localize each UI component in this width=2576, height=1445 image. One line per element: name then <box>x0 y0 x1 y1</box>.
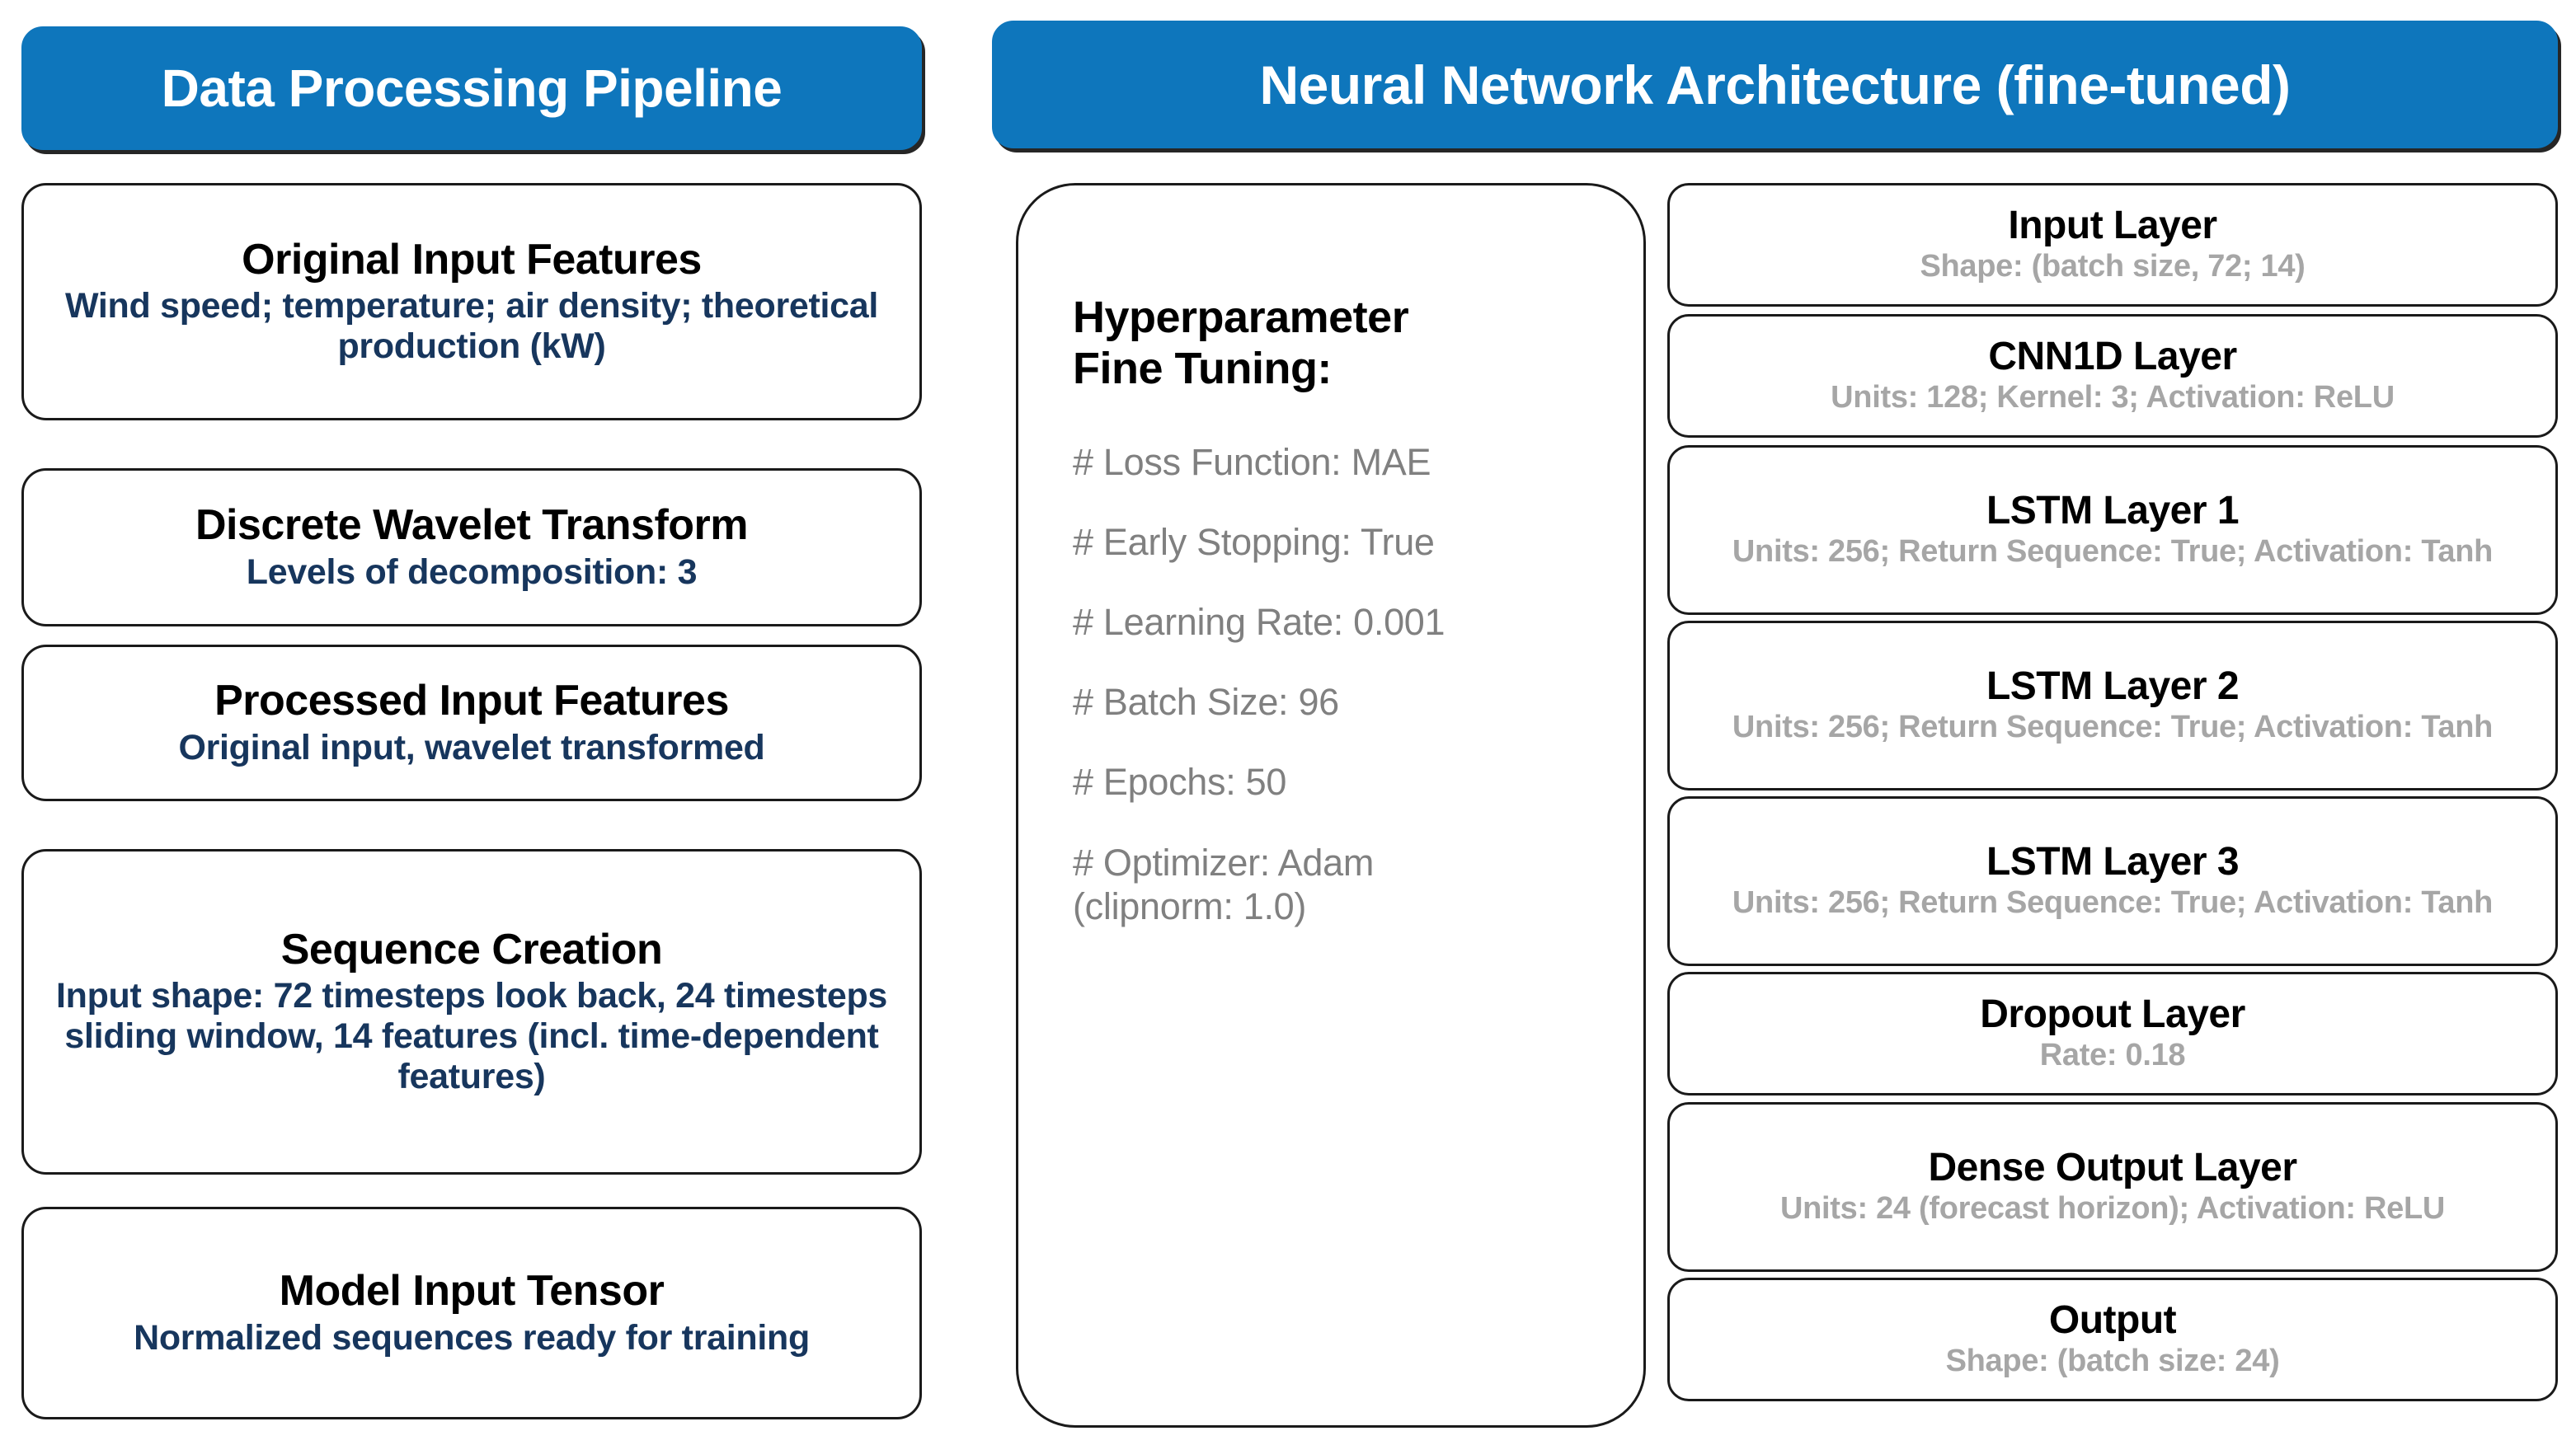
hyperparameter-item-loss-function: # Loss Function: MAE <box>1073 441 1431 484</box>
hyperparameter-list: # Loss Function: MAE # Early Stopping: T… <box>1073 440 1643 928</box>
pipeline-step-original-input-features: Original Input Features Wind speed; temp… <box>21 183 922 420</box>
pipeline-step-title: Sequence Creation <box>280 925 663 973</box>
layer-card-detail: Units: 256; Return Sequence: True; Activ… <box>1732 710 2494 745</box>
layer-card-title: Output <box>2048 1298 2177 1343</box>
neural-network-architecture-header: Neural Network Architecture (fine-tuned) <box>992 21 2558 148</box>
hyperparameter-panel-title: Hyperparameter Fine Tuning: <box>1073 293 1409 393</box>
layer-card-cnn1d-layer: CNN1D Layer Units: 128; Kernel: 3; Activ… <box>1667 314 2558 438</box>
layer-card-detail: Units: 256; Return Sequence: True; Activ… <box>1732 534 2494 570</box>
pipeline-step-sequence-creation: Sequence Creation Input shape: 72 timest… <box>21 849 922 1175</box>
layer-card-detail: Rate: 0.18 <box>2039 1038 2186 1073</box>
pipeline-step-detail: Normalized sequences ready for training <box>134 1317 810 1358</box>
layer-card-dense-output-layer: Dense Output Layer Units: 24 (forecast h… <box>1667 1102 2558 1272</box>
layer-card-title: Dense Output Layer <box>1928 1146 2297 1190</box>
layer-card-title: CNN1D Layer <box>1988 335 2237 379</box>
layer-card-title: LSTM Layer 3 <box>1986 840 2240 884</box>
layer-card-title: LSTM Layer 1 <box>1986 489 2240 533</box>
pipeline-step-detail: Original input, wavelet transformed <box>178 727 765 767</box>
pipeline-step-detail: Wind speed; temperature; air density; th… <box>64 286 879 367</box>
layer-card-title: Dropout Layer <box>1980 992 2245 1037</box>
hyperparameter-item-epochs: # Epochs: 50 <box>1073 761 1287 804</box>
layer-card-lstm-layer-3: LSTM Layer 3 Units: 256; Return Sequence… <box>1667 796 2558 966</box>
data-processing-pipeline-header-label: Data Processing Pipeline <box>161 59 783 118</box>
pipeline-step-title: Discrete Wavelet Transform <box>195 501 749 550</box>
pipeline-step-detail: Input shape: 72 timesteps look back, 24 … <box>55 976 888 1097</box>
layer-card-detail: Shape: (batch size: 24) <box>1945 1344 2280 1379</box>
pipeline-step-title: Model Input Tensor <box>279 1267 665 1316</box>
pipeline-step-title: Original Input Features <box>242 235 702 284</box>
layer-card-title: Input Layer <box>2008 204 2217 248</box>
pipeline-step-model-input-tensor: Model Input Tensor Normalized sequences … <box>21 1207 922 1419</box>
data-processing-pipeline-header: Data Processing Pipeline <box>21 26 922 150</box>
pipeline-step-discrete-wavelet-transform: Discrete Wavelet Transform Levels of dec… <box>21 468 922 626</box>
layer-card-title: LSTM Layer 2 <box>1986 664 2240 709</box>
layer-card-detail: Units: 128; Kernel: 3; Activation: ReLU <box>1831 380 2395 415</box>
hyperparameter-item-optimizer: # Optimizer: Adam (clipnorm: 1.0) <box>1073 841 1375 927</box>
hyperparameter-fine-tuning-panel: Hyperparameter Fine Tuning: # Loss Funct… <box>1016 183 1646 1428</box>
hyperparameter-item-learning-rate: # Learning Rate: 0.001 <box>1073 601 1445 644</box>
hyperparameter-item-early-stopping: # Early Stopping: True <box>1073 521 1435 564</box>
layer-card-detail: Shape: (batch size, 72; 14) <box>1920 249 2306 284</box>
layer-card-output: Output Shape: (batch size: 24) <box>1667 1278 2558 1401</box>
pipeline-step-processed-input-features: Processed Input Features Original input,… <box>21 645 922 801</box>
layer-card-input-layer: Input Layer Shape: (batch size, 72; 14) <box>1667 183 2558 307</box>
layer-card-dropout-layer: Dropout Layer Rate: 0.18 <box>1667 972 2558 1095</box>
neural-network-architecture-header-label: Neural Network Architecture (fine-tuned) <box>1259 54 2291 115</box>
layer-card-lstm-layer-2: LSTM Layer 2 Units: 256; Return Sequence… <box>1667 621 2558 791</box>
layer-card-lstm-layer-1: LSTM Layer 1 Units: 256; Return Sequence… <box>1667 445 2558 615</box>
pipeline-step-detail: Levels of decomposition: 3 <box>246 551 698 592</box>
hyperparameter-item-batch-size: # Batch Size: 96 <box>1073 681 1339 724</box>
layer-card-detail: Units: 256; Return Sequence: True; Activ… <box>1732 885 2494 921</box>
pipeline-step-title: Processed Input Features <box>214 677 729 725</box>
layer-card-detail: Units: 24 (forecast horizon); Activation… <box>1779 1191 2446 1227</box>
